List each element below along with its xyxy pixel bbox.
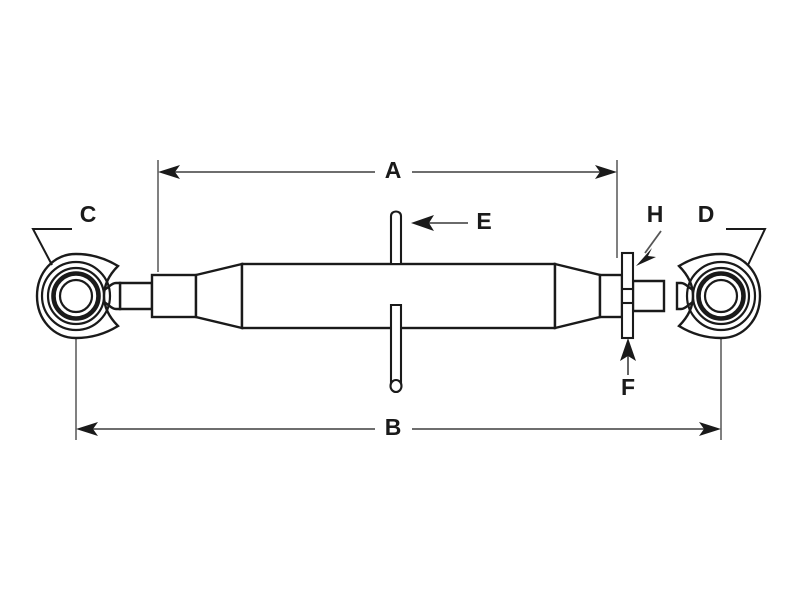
callout-e-label: E xyxy=(476,208,491,234)
callout-c-group: C xyxy=(31,201,97,266)
right-joint-ring-mid-outer xyxy=(691,266,751,326)
left-joint-ring-outer xyxy=(40,260,112,332)
right-joint-bore xyxy=(703,278,739,314)
right-taper xyxy=(553,262,602,330)
callout-d-leader xyxy=(726,228,767,266)
callout-h-leader xyxy=(644,230,662,254)
right-joint-ring-outer xyxy=(685,260,757,332)
dimension-b-arrow-right xyxy=(699,422,721,436)
callout-f-group: F xyxy=(620,338,636,400)
callout-f-label: F xyxy=(621,374,635,400)
handle-pin-upper xyxy=(389,210,403,266)
handle-pin-end-cap xyxy=(389,378,403,394)
left-taper xyxy=(194,262,244,330)
dimension-b-label: B xyxy=(385,414,402,440)
left-inner-shaft xyxy=(118,281,154,311)
callout-d-label: D xyxy=(698,201,715,227)
callout-c-leader xyxy=(31,228,72,266)
lock-collar-flange xyxy=(620,251,635,340)
callout-e-group: E xyxy=(411,208,492,234)
left-joint-bore xyxy=(58,278,94,314)
dimension-b-arrow-left xyxy=(76,422,98,436)
left-joint-ring-mid-outer xyxy=(46,266,106,326)
callout-h-group: H xyxy=(636,201,663,266)
left-joint-ring-heavy xyxy=(51,271,101,321)
callout-f-arrow xyxy=(620,338,636,361)
callout-h-label: H xyxy=(647,201,664,227)
callout-c-label: C xyxy=(80,201,97,227)
dimension-a-label: A xyxy=(385,157,402,183)
right-collar-block xyxy=(598,273,624,319)
callout-d-group: D xyxy=(698,201,767,266)
right-joint-ring-heavy xyxy=(696,271,746,321)
right-threaded-shaft xyxy=(631,279,666,313)
dimension-b-group: B xyxy=(75,296,722,440)
part-assembly-group xyxy=(35,210,762,394)
dimension-a-arrow-left xyxy=(158,165,180,179)
dimension-a-arrow-right xyxy=(595,165,617,179)
left-collar-block xyxy=(150,273,198,319)
callout-h-arrow xyxy=(636,248,656,266)
dimension-a-group: A xyxy=(157,157,618,272)
handle-pin-lower xyxy=(389,303,403,393)
callout-e-arrow xyxy=(411,215,434,231)
